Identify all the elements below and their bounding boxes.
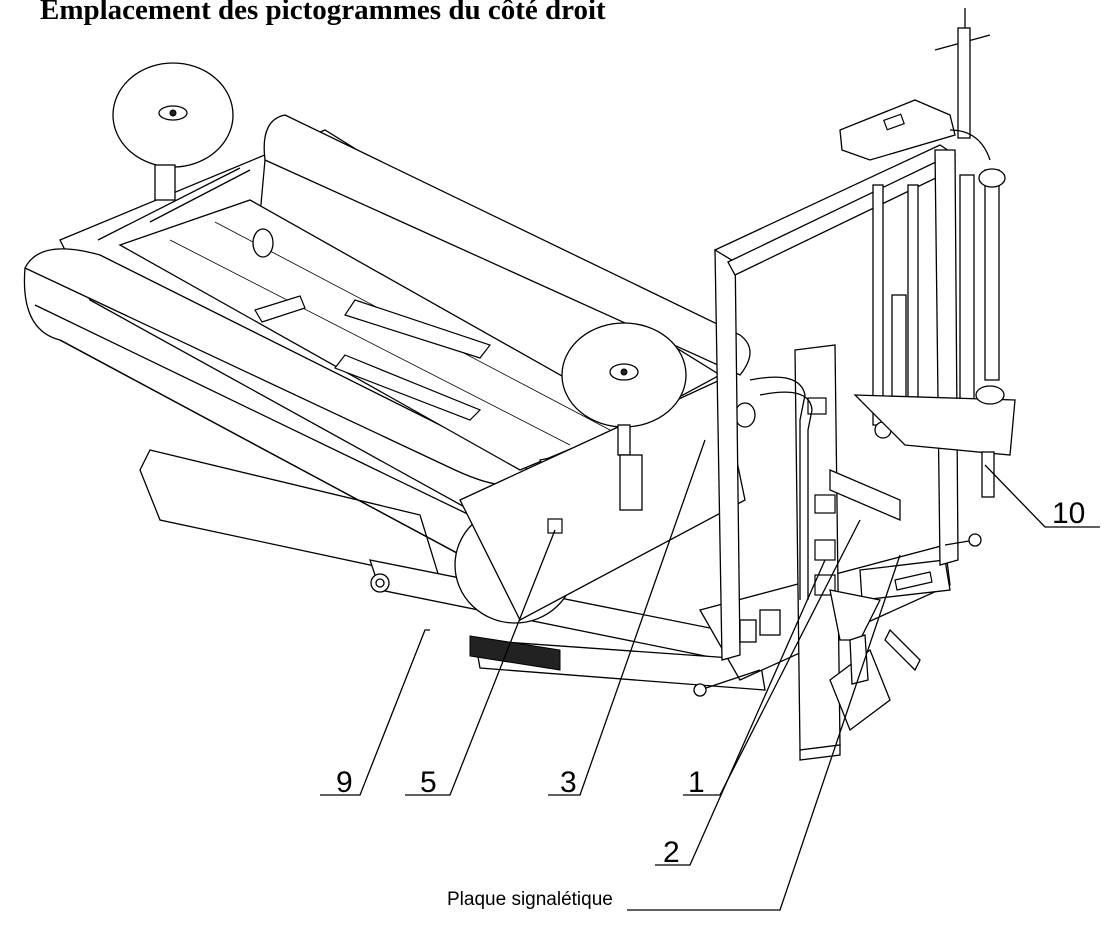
drum-body — [23, 114, 756, 624]
wheel-front — [561, 322, 687, 511]
callout-2: 2 — [663, 836, 680, 869]
wheel-rear — [112, 62, 234, 201]
arm-frame — [713, 8, 1016, 661]
callout-9: 9 — [336, 766, 353, 799]
callout-1: 1 — [688, 766, 705, 799]
callout-5: 5 — [420, 766, 437, 799]
nameplate-label: Plaque signalétique — [447, 889, 613, 910]
leader-lines — [320, 439, 1100, 911]
page-title: Emplacement des pictogrammes du côté dro… — [40, 0, 606, 26]
callout-10: 10 — [1052, 497, 1085, 530]
callout-labels: 9 5 3 1 2 10 Plaque signalétique — [336, 497, 1085, 910]
center-column — [693, 344, 982, 761]
callout-3: 3 — [560, 766, 577, 799]
